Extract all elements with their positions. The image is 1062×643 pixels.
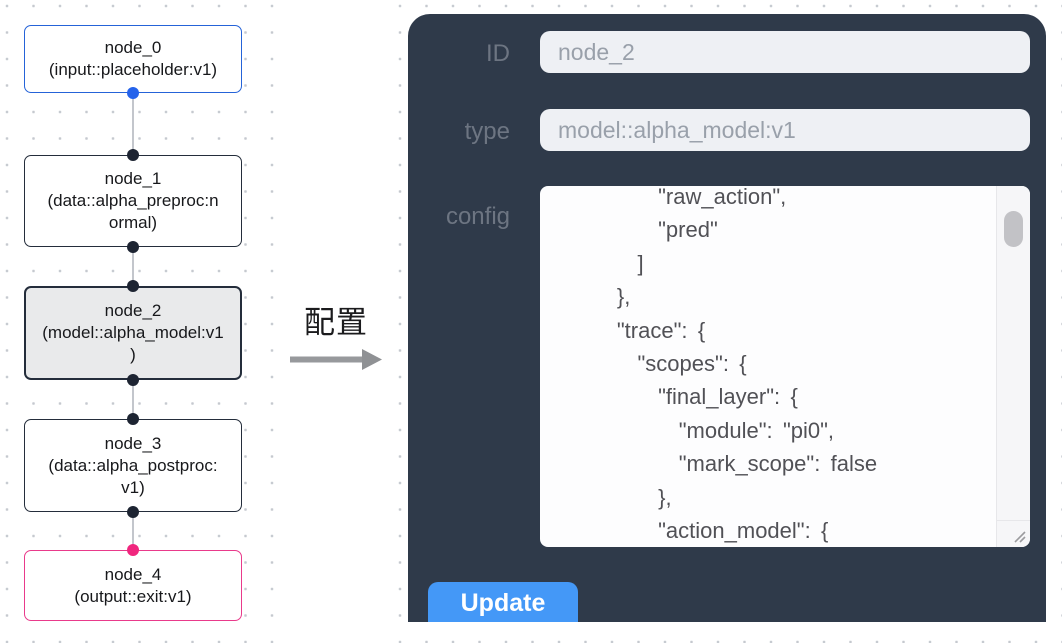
node-handle[interactable] [127, 413, 139, 425]
node-subtitle: (output::exit:v1) [74, 586, 192, 606]
node-title: node_0 [104, 38, 162, 57]
node-handle[interactable] [127, 149, 139, 161]
node-handle[interactable] [127, 374, 139, 386]
config-scrollbar-thumb[interactable] [1004, 211, 1023, 247]
node-handle[interactable] [127, 87, 139, 99]
graph-node-node_3[interactable]: node_3 (data::alpha_postproc: v1) [24, 419, 242, 512]
node-title: node_3 [104, 433, 162, 453]
graph-canvas: node_0 (input::placeholder:v1) node_1 (d… [0, 0, 278, 643]
update-button[interactable]: Update [428, 582, 578, 622]
id-field-label: ID [486, 40, 510, 67]
arrow-right-icon [290, 349, 382, 370]
node-subtitle: (data::alpha_preproc:n ormal) [47, 191, 219, 232]
node-title: node_4 [104, 564, 162, 584]
node-title: node_2 [104, 301, 162, 320]
resize-handle-icon[interactable] [1010, 527, 1028, 545]
edge-line [132, 93, 134, 155]
edge-line [132, 380, 134, 419]
type-input[interactable] [540, 109, 1030, 151]
node-subtitle: (model::alpha_model:v1 ) [42, 323, 224, 364]
node-subtitle: (input::placeholder:v1) [48, 60, 218, 79]
panel-canvas: ID type config "raw_action", "pred" ] },… [393, 0, 1062, 643]
node-handle[interactable] [127, 506, 139, 518]
edge-line [132, 512, 134, 550]
config-scrollbar[interactable] [996, 186, 1030, 547]
id-input[interactable] [540, 31, 1030, 73]
node-handle[interactable] [127, 544, 139, 556]
config-annotation-label: 配置 [304, 305, 368, 340]
type-field-label: type [464, 118, 510, 145]
node-handle[interactable] [127, 280, 139, 292]
config-panel: ID type config "raw_action", "pred" ] },… [408, 14, 1046, 622]
graph-node-node_0[interactable]: node_0 (input::placeholder:v1) [24, 25, 242, 93]
config-field-label: config [445, 203, 510, 230]
config-annotation: 配置 [281, 297, 391, 371]
graph-node-node_4[interactable]: node_4 (output::exit:v1) [24, 550, 242, 621]
edge-line [132, 247, 134, 286]
graph-node-node_2[interactable]: node_2 (model::alpha_model:v1 ) [24, 286, 242, 380]
config-editor[interactable]: "raw_action", "pred" ] }, "trace": { "sc… [540, 186, 1030, 547]
node-handle[interactable] [127, 241, 139, 253]
scrollbar-corner [997, 520, 1030, 547]
node-title: node_1 [104, 169, 162, 188]
graph-node-node_1[interactable]: node_1 (data::alpha_preproc:n ormal) [24, 155, 242, 247]
config-json-text[interactable]: "raw_action", "pred" ] }, "trace": { "sc… [616, 186, 878, 544]
node-subtitle: (data::alpha_postproc: v1) [48, 455, 218, 497]
